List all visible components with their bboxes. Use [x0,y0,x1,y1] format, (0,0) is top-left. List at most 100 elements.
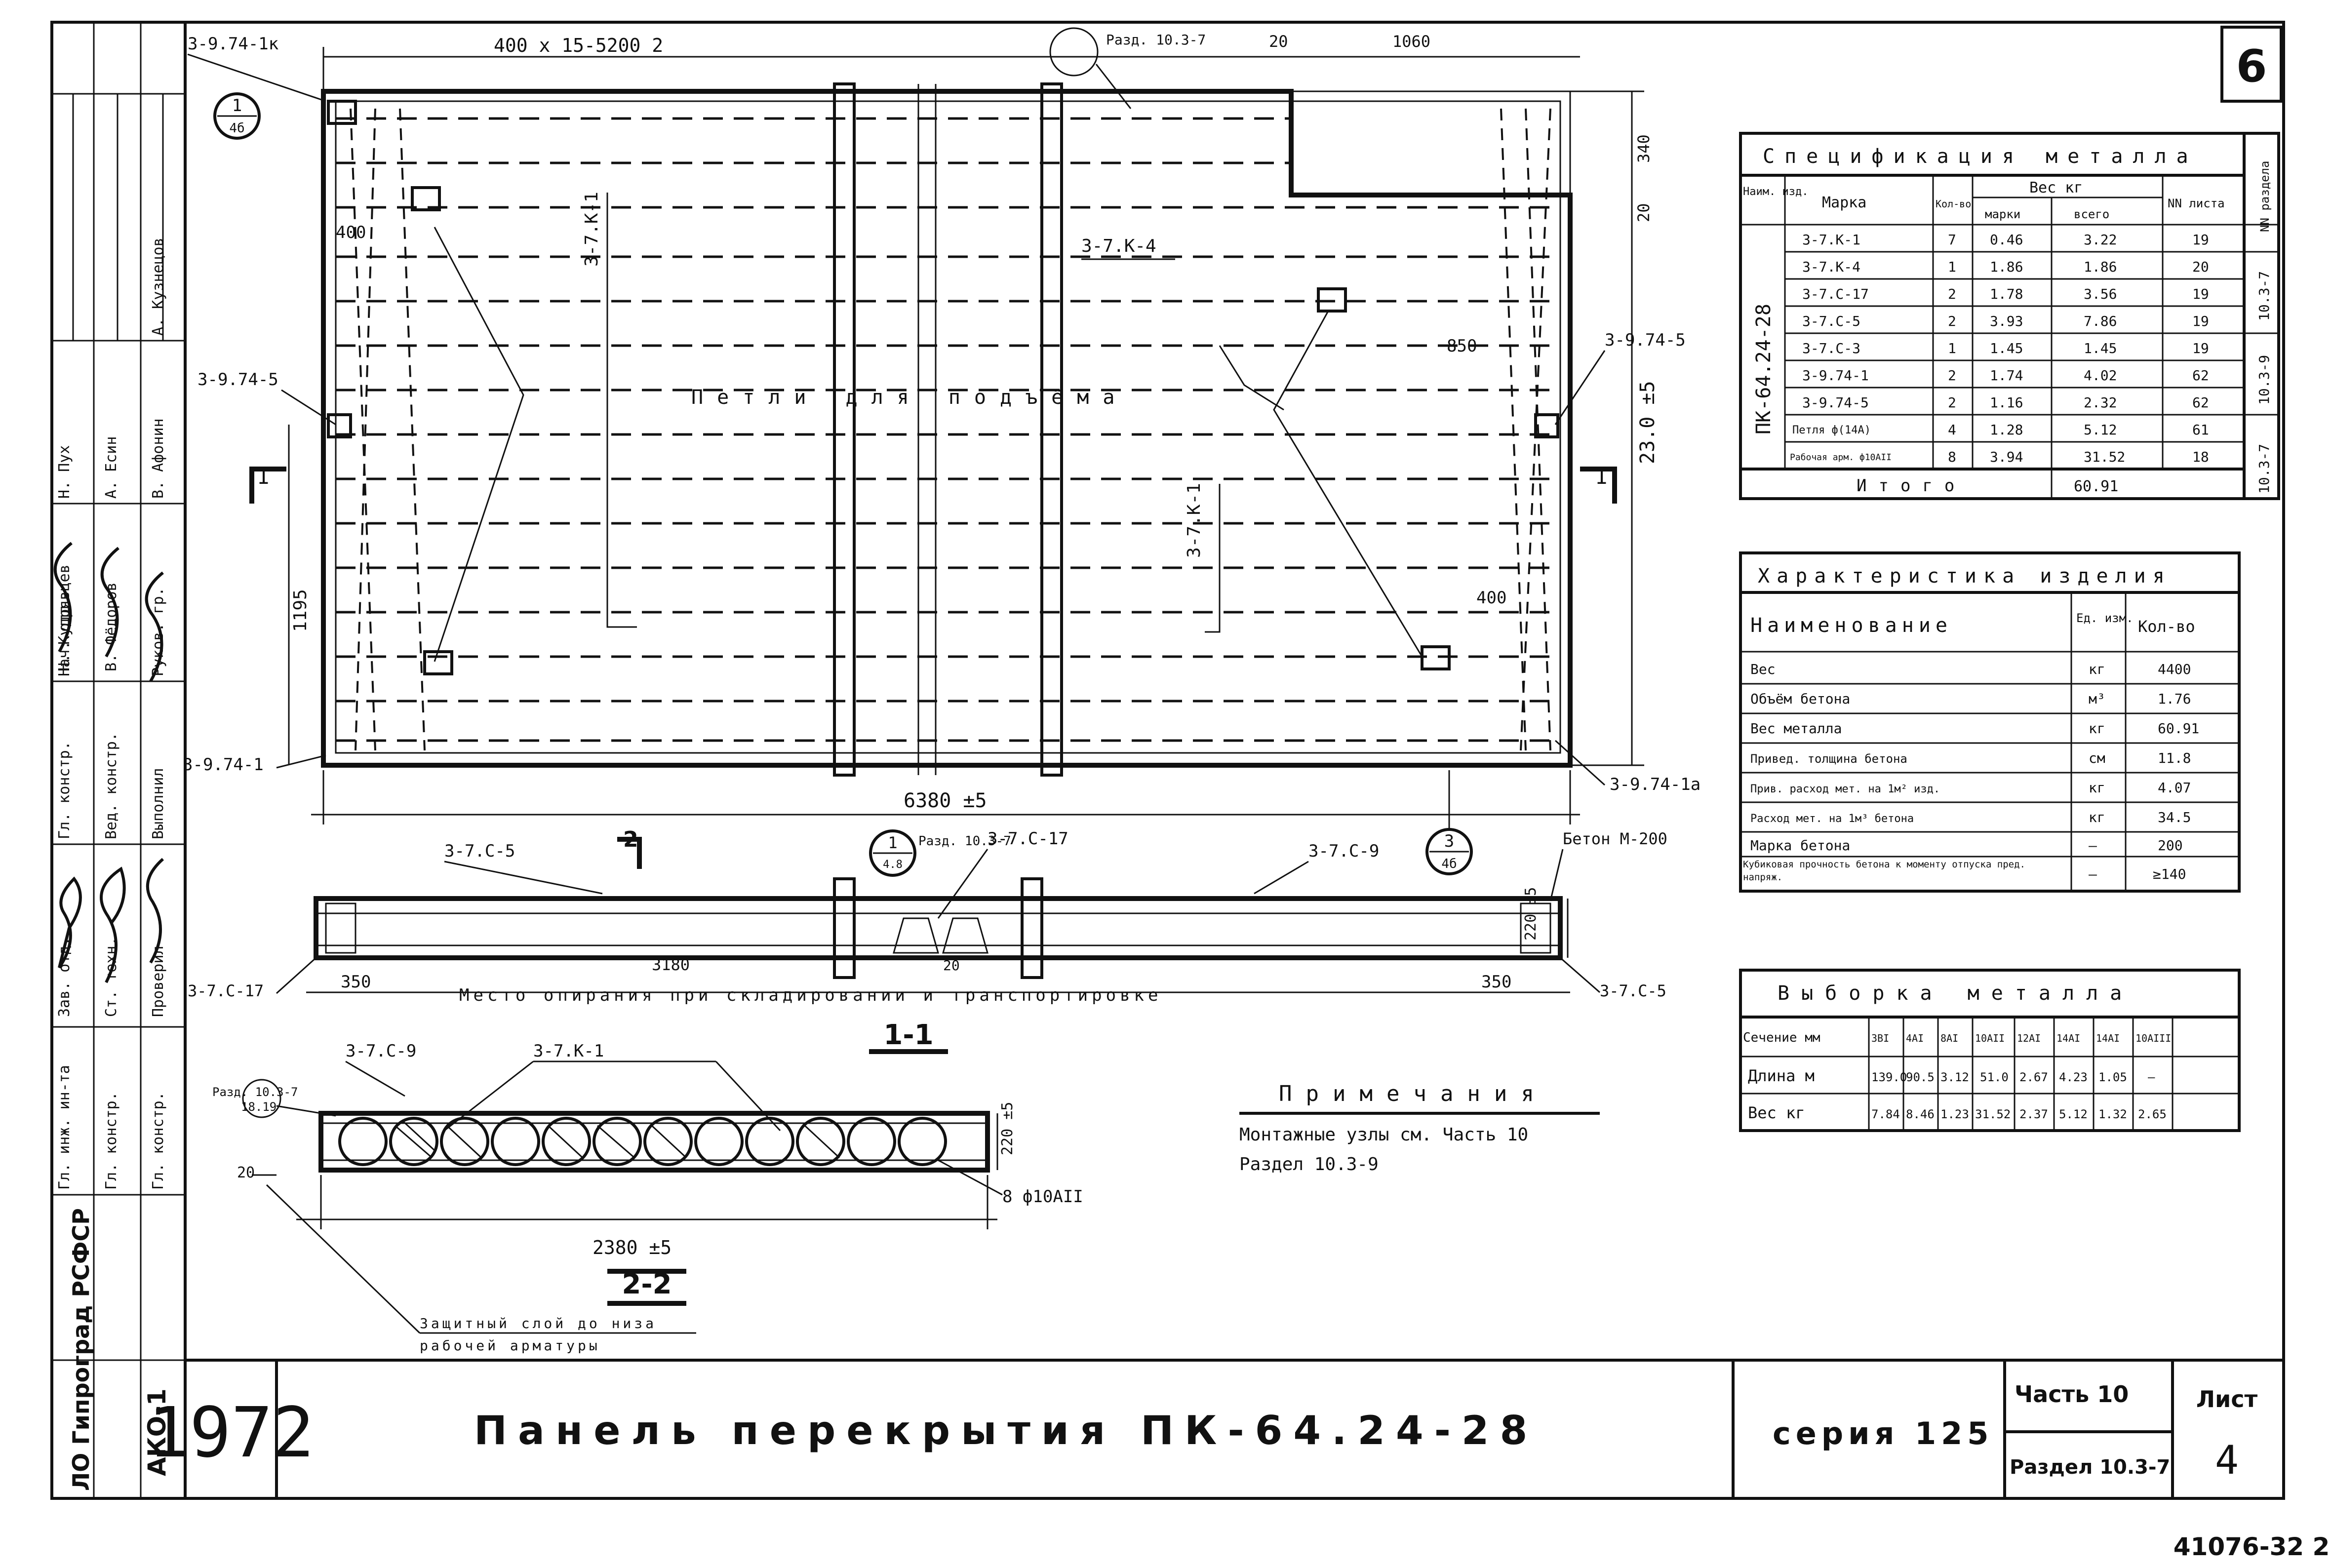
sel-title: Выборка металла [1778,982,2134,1005]
c9-label: 3-7.С-9 [1308,841,1379,861]
char-r6-c0: Марка бетона [1750,837,1850,854]
s22-bars: 8 ф10АII [1002,1187,1083,1207]
notes: Примечания Монтажные узлы см. Часть 10 Р… [1239,1081,1600,1175]
sel-r0-c3: 3.12 [1940,1070,1969,1084]
spec-r5-c4: 62 [2192,367,2209,384]
s11-circle-top: 1 [888,833,897,852]
dim-1195: 1195 [290,589,311,632]
s22-k1: 3-7.К-1 [533,1041,604,1061]
spec-r4-c1: 1 [1948,340,1956,356]
spec-r0-c1: 7 [1948,232,1956,248]
char-r0-c2: 4400 [2158,661,2191,677]
signature-scribble [58,876,82,969]
spec-r3-c4: 19 [2192,313,2209,329]
s11-c5b: 3-7.С-5 [1600,981,1666,1000]
sheet-number: 4 [2215,1437,2239,1483]
spec-r7-c0: Петля ф(14А) [1792,424,1871,436]
section-mark-right: 1 [1595,465,1607,489]
title-block: 1972 Панель перекрытия ПК-64.24-28 серия… [148,1360,2258,1498]
c17-label: 3-7.С-17 [988,829,1068,849]
spec-r5-c3: 4.02 [2084,367,2117,384]
role-1: Гл. инж. ин-та [56,1065,73,1190]
sel-r1-c7: 1.32 [2098,1107,2127,1121]
spec-h-0: Наим. изд. [1743,186,1808,198]
spec-r3-c3: 7.86 [2084,313,2117,329]
left-signature-column: Гл. инж. ин-та Зав. отд. Гл. констр. Нач… [52,22,185,1498]
section-mark-left: 1 [257,465,269,489]
node-ref-1: 3-9.74-1к [188,34,278,54]
series-text: серия 125 [1773,1415,1993,1451]
spec-h-2: Кол-во [1936,198,1971,210]
s22-raz: Разд. 10.3-7 [212,1085,298,1099]
spec-r8-c0: Рабочая арм. ф10АII [1790,452,1892,463]
stamp-number: 41076-32 2 [2174,1532,2330,1561]
dim-20-right: 20 [1634,203,1653,222]
sel-h-1: 3ВI [1871,1032,1889,1044]
spec-r5-c2: 1.74 [1990,367,2023,384]
spec-h-1: Марка [1822,194,1866,211]
char-r2-c2: 60.91 [2158,720,2199,737]
role-3: Гл. констр. [56,741,73,839]
support-text: Место опирания при складировании и транс… [459,985,1162,1005]
char-h-1: Ед. изм. [2076,611,2134,625]
circle-3-bottom: 4б [1441,857,1457,871]
spec-total-label: Итого [1857,476,1966,496]
spec-r4-c3: 1.45 [2084,340,2117,356]
node-ref-5: 3-9.74-1а [1610,775,1700,794]
s11-dim3180: 3180 [652,955,690,974]
s11-circle-bottom: 4.8 [883,859,903,871]
sel-r0-c5: 2.67 [2019,1070,2048,1084]
beton-label: Бетон М-200 [1563,829,1667,848]
spec-r0-c0: 3-7.К-1 [1802,232,1860,248]
circle-3-top: 3 [1444,831,1454,851]
sheet-title: Панель перекрытия ПК-64.24-28 [474,1408,1538,1453]
spec-r7-c2: 1.28 [1990,422,2023,438]
spec-r0-c3: 3.22 [2084,232,2117,248]
hollow-cores [338,1117,947,1166]
s11-dim350a: 350 [341,972,371,992]
sel-h-2: 4АI [1906,1032,1924,1044]
overall-length: 6380 ±5 [904,789,987,812]
spec-r1-c1: 1 [1948,259,1956,275]
spec-r4-c0: 3-7.С-3 [1802,340,1860,356]
char-r3-c1: см [2089,750,2105,766]
name-6: А. Кузнецов [150,237,167,336]
spec-total: 60.91 [2074,478,2118,495]
spec-sec-0: 10.3-7 [2256,271,2272,321]
spec-h-5: NN раздела [2258,161,2272,233]
s22-note2: рабочей арматуры [420,1337,600,1354]
char-r3-c2: 11.8 [2158,750,2191,766]
spec-r2-c3: 3.56 [2084,286,2117,302]
sel-h-4: 10АII [1975,1032,2005,1044]
spec-r5-c0: 3-9.74-1 [1802,367,1869,384]
s11-dim20: 20 [943,957,960,974]
char-r1-c1: м³ [2089,691,2105,707]
char-r1-c2: 1.76 [2158,691,2191,707]
spec-r3-c2: 3.93 [1990,313,2023,329]
s11-c17b: 3-7.С-17 [188,981,264,1000]
sel-r0-c8: — [2148,1070,2155,1084]
notes-line2: Раздел 10.3-9 [1239,1154,1379,1175]
s22-note1: Защитный слой до низа [420,1315,657,1332]
spec-r1-c2: 1.86 [1990,259,2023,275]
node-ref-4: 3-9.74-5 [1605,330,1686,350]
char-h-2: Кол-во [2138,617,2195,636]
spec-r6-c0: 3-9.74-5 [1802,394,1869,411]
sel-r0-c6: 4.23 [2059,1070,2088,1084]
dim-400-b: 400 [1476,588,1506,608]
sel-r0-c7: 1.05 [2098,1070,2127,1084]
char-r7-c2: ≥140 [2153,866,2186,882]
spec-r8-c2: 3.94 [1990,449,2023,465]
s22-dim220: 220 ±5 [999,1102,1016,1155]
s11-dim220: 220 ±5 [1522,887,1540,941]
dim-1060: 1060 [1392,32,1430,51]
s22-dim20: 20 [237,1164,255,1181]
sheet-number-box: 6 [2220,26,2283,103]
spec-r4-c2: 1.45 [1990,340,2023,356]
spec-r6-c3: 2.32 [2084,394,2117,411]
k4-label: 3-7.К-4 [1081,236,1156,256]
sel-r1-c6: 5.12 [2059,1107,2088,1121]
sel-h-7: 14АI [2096,1032,2120,1044]
sel-h-5: 12АI [2017,1032,2041,1044]
spec-sec-2: 10.3-7 [2256,444,2272,494]
